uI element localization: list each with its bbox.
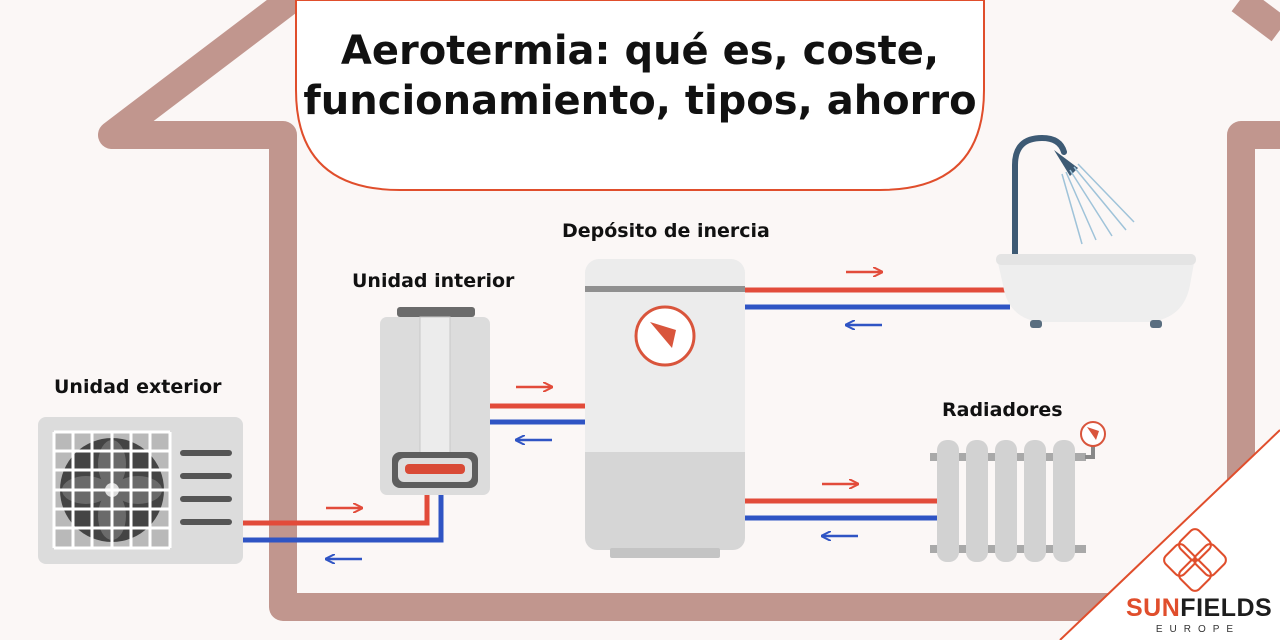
page-title: Aerotermia: qué es, coste, funcionamient…: [303, 28, 977, 124]
label-indoor-unit: Unidad interior: [352, 270, 515, 292]
brand-subtitle: EUROPE: [1155, 624, 1241, 635]
label-buffer-tank: Depósito de inercia: [562, 220, 770, 242]
label-outdoor-unit: Unidad exterior: [54, 376, 222, 398]
bathtub-shower-icon: [996, 134, 1196, 328]
boiler-icon: [380, 307, 490, 495]
brand-name-part2: FIELDS: [1180, 594, 1273, 622]
brand-name: SUNFIELDS: [1126, 594, 1273, 623]
tank-icon: [585, 259, 745, 558]
brand-name-part1: SUN: [1126, 594, 1181, 622]
pipes: [243, 287, 1010, 543]
flow-arrows: [326, 272, 882, 559]
radiator-icon: [930, 421, 1106, 562]
sunfields-logo-icon: [1059, 429, 1280, 640]
title-bubble: [295, 0, 985, 191]
label-radiators: Radiadores: [942, 399, 1063, 421]
fan-unit-icon: [38, 417, 243, 564]
house-outline: [98, 0, 1280, 621]
